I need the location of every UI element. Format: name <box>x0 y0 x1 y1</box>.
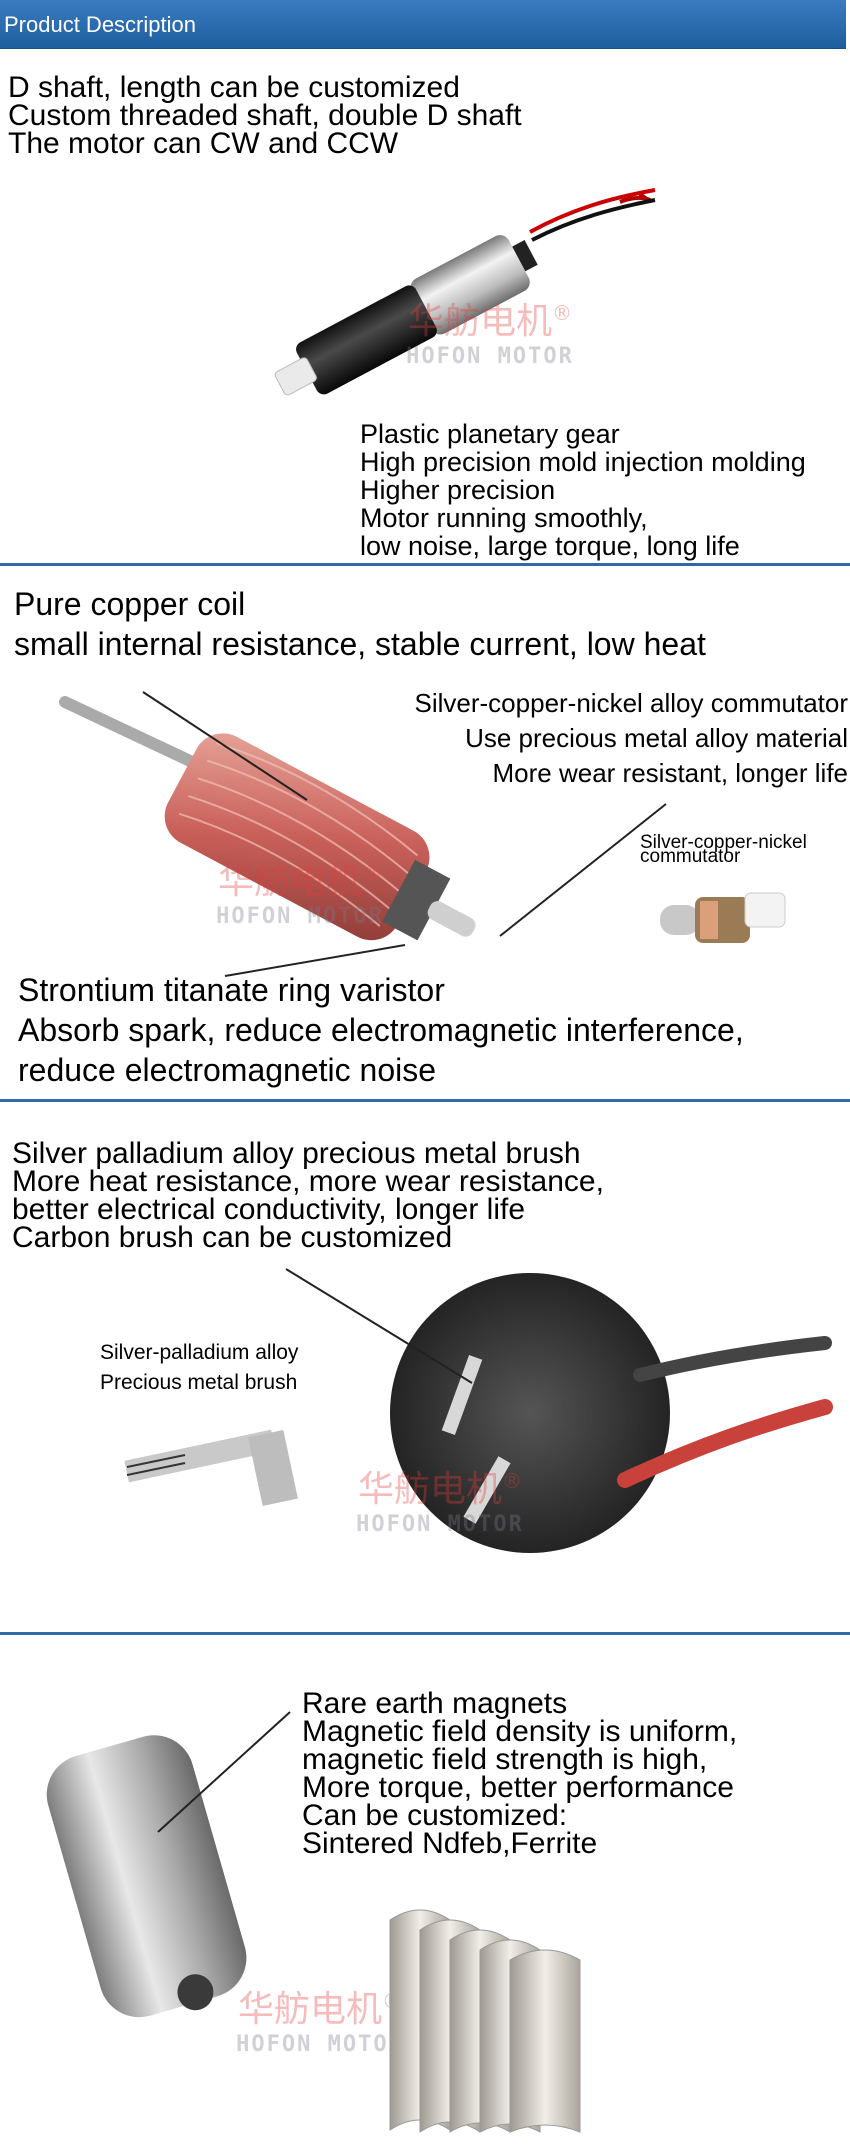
brush-part-image <box>124 1429 298 1506</box>
commutator-line-3: More wear resistant, longer life <box>492 758 848 788</box>
header-bar: Product Description <box>0 0 846 49</box>
watermark-en: HOFON MOTOR <box>236 2032 404 2057</box>
registered-mark: ® <box>362 861 382 885</box>
section-divider-1 <box>0 563 850 566</box>
magnet-line-5: Can be customized: <box>302 1799 568 1832</box>
watermark-en: HOFON MOTOR <box>356 1512 524 1537</box>
commutator-line-2: Use precious metal alloy material <box>465 723 848 753</box>
header-title: Product Description <box>4 12 196 37</box>
shaft-line-3: The motor can CW and CCW <box>8 127 399 160</box>
watermark-cn: 华舫电机® <box>357 1469 522 1510</box>
shaft-line-1: D shaft, length can be customized <box>8 71 460 104</box>
section-divider-3 <box>0 1632 850 1635</box>
shaft-info: D shaft, length can be customized Custom… <box>8 71 522 160</box>
magnet-line-3: magnetic field strength is high, <box>302 1743 708 1776</box>
arc-magnets-image <box>389 1909 581 2133</box>
coil-line-1: Pure copper coil <box>14 586 246 622</box>
varistor-line-3: reduce electromagnetic noise <box>18 1052 437 1088</box>
watermark-cn: 华舫电机® <box>407 301 572 342</box>
commutator-label-line-2: commutator <box>640 846 741 867</box>
magnet-tube-image <box>46 1711 291 2018</box>
watermark-4: 华舫电机® HOFON MOTOR <box>170 1980 470 2057</box>
watermark-1: 华舫电机® HOFON MOTOR <box>340 292 640 369</box>
pointer-line <box>499 803 667 937</box>
brush-line-2: More heat resistance, more wear resistan… <box>12 1165 604 1198</box>
watermark-en: HOFON MOTOR <box>406 344 574 369</box>
commutator-info: Silver-copper-nickel alloy commutator Us… <box>340 686 848 791</box>
magnet-info: Rare earth magnets Magnetic field densit… <box>302 1687 738 1860</box>
brush-label-line-2: Precious metal brush <box>100 1371 298 1394</box>
brush-line-1: Silver palladium alloy precious metal br… <box>12 1137 581 1170</box>
commutator-image <box>660 892 786 943</box>
brush-assembly-image <box>285 1268 833 1553</box>
gear-line-4: Motor running smoothly, <box>360 503 648 533</box>
varistor-line-1: Strontium titanate ring varistor <box>18 972 445 1008</box>
gear-line-5: low noise, large torque, long life <box>360 531 740 561</box>
magnet-line-1: Rare earth magnets <box>302 1687 568 1720</box>
magnet-line-2: Magnetic field density is uniform, <box>302 1715 738 1748</box>
coil-image <box>59 691 476 977</box>
varistor-info: Strontium titanate ring varistor Absorb … <box>18 970 744 1090</box>
registered-mark: ® <box>502 1469 522 1493</box>
varistor-line-2: Absorb spark, reduce electromagnetic int… <box>18 1012 744 1048</box>
gear-line-1: Plastic planetary gear <box>360 419 620 449</box>
watermark-3: 华舫电机® HOFON MOTOR <box>290 1460 590 1537</box>
brush-label: Silver-palladium alloy Precious metal br… <box>100 1338 298 1398</box>
commutator-line-1: Silver-copper-nickel alloy commutator <box>414 688 848 718</box>
section-divider-2 <box>0 1099 850 1102</box>
brush-line-4: Carbon brush can be customized <box>12 1221 453 1254</box>
coil-line-2: small internal resistance, stable curren… <box>14 626 706 662</box>
registered-mark: ® <box>552 301 572 325</box>
gearmotor-image <box>274 188 656 396</box>
brush-line-3: better electrical conductivity, longer l… <box>12 1193 526 1226</box>
commutator-label: Silver-copper-nickel commutator <box>640 832 807 867</box>
watermark-en: HOFON MOTOR <box>216 904 384 929</box>
magnet-line-6: Sintered Ndfeb,Ferrite <box>302 1827 598 1860</box>
commutator-label-line-1: Silver-copper-nickel <box>640 832 807 853</box>
gear-info: Plastic planetary gear High precision mo… <box>360 420 806 560</box>
gear-line-3: Higher precision <box>360 475 556 505</box>
gear-line-2: High precision mold injection molding <box>360 447 806 477</box>
watermark-2: 华舫电机® HOFON MOTOR <box>150 852 450 929</box>
coil-info: Pure copper coil small internal resistan… <box>14 584 706 664</box>
brush-label-line-1: Silver-palladium alloy <box>100 1341 299 1364</box>
shaft-line-2: Custom threaded shaft, double D shaft <box>8 99 522 132</box>
watermark-cn: 华舫电机® <box>217 861 382 902</box>
brush-info: Silver palladium alloy precious metal br… <box>12 1137 604 1254</box>
magnet-line-4: More torque, better performance <box>302 1771 734 1804</box>
